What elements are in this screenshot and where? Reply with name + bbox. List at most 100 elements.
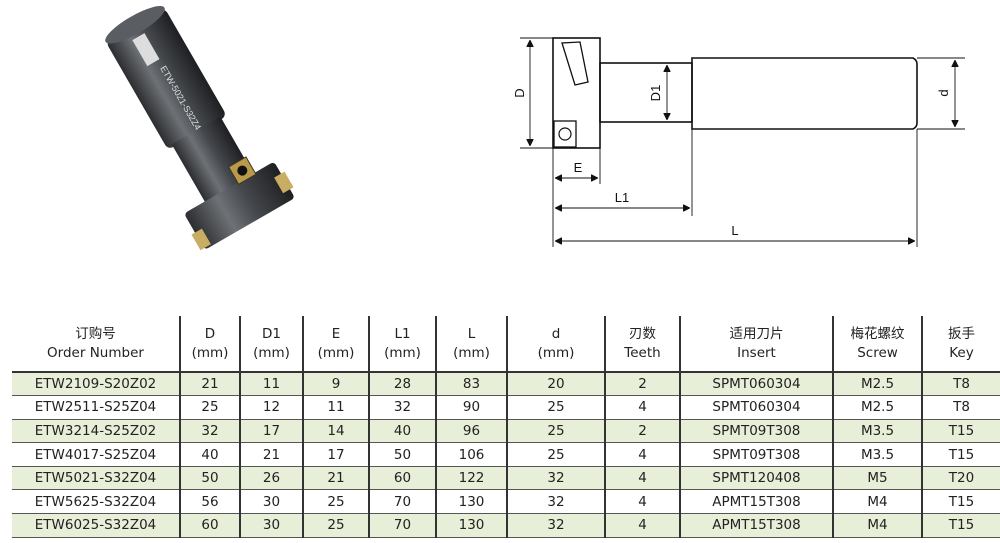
table-cell: 25 [302,489,369,515]
table-cell: 17 [302,442,369,467]
table-cell: 11 [239,372,303,397]
column-header-zh: 适用刀片 [729,325,784,342]
table-cell: T15 [921,513,1000,538]
table-cell: M2.5 [832,372,922,397]
table-cell: 25 [179,395,240,420]
column-header-zh: 扳手 [948,325,975,342]
column-header: L (mm) [435,316,507,373]
table-cell: 25 [302,513,369,538]
table-cell: T15 [921,419,1000,444]
dim-label-L1: L1 [615,190,629,205]
table-cell: 9 [302,372,369,397]
column-header: 适用刀片 Insert [679,316,833,373]
column-header-zh: D [204,325,216,342]
table-cell: 2 [604,372,680,397]
table-cell: M4 [832,489,922,515]
dim-label-L: L [731,223,738,238]
table-cell: APMT15T308 [679,513,833,538]
column-header: D(mm) [179,316,240,373]
table-cell: 4 [604,442,680,467]
table-cell: 4 [604,395,680,420]
table-cell: 11 [302,395,369,420]
table-cell: 26 [239,466,303,491]
column-header-zh: L [467,325,476,342]
table-cell: 70 [368,513,436,538]
table-cell: 2 [604,419,680,444]
dim-label-d: d [936,89,951,96]
table-cell: M3.5 [832,419,922,444]
column-header-en: Insert [737,344,776,361]
column-header-zh: 订购号 [75,325,116,342]
table-cell: 70 [368,489,436,515]
column-header-en: Order Number [47,344,144,361]
dim-label-D: D [512,88,527,97]
tool-outline [552,37,918,149]
table-cell: 21 [179,372,240,397]
column-header-zh: E [331,325,341,342]
column-header-zh: d [551,325,561,342]
table-cell: 4 [604,466,680,491]
table-cell: 122 [435,466,507,491]
table-cell: 96 [435,419,507,444]
table-cell: 32 [506,489,605,515]
column-header-en: (mm) [253,344,290,361]
column-header: L1(mm) [368,316,436,373]
table-cell: SPMT060304 [679,395,833,420]
table-cell: 90 [435,395,507,420]
dim-label-E: E [574,160,583,175]
table-cell: SPMT09T308 [679,419,833,444]
column-header-en: (mm) [537,344,575,361]
table-cell: T20 [921,466,1000,491]
table-cell: 12 [239,395,303,420]
table-cell: 130 [435,489,507,515]
column-header-en: Key [949,344,974,361]
table-cell: 50 [368,442,436,467]
table-cell: 20 [506,372,605,397]
table-cell: 32 [506,466,605,491]
table-cell: 28 [368,372,436,397]
table-cell: T15 [921,442,1000,467]
table-cell: 83 [435,372,507,397]
table-cell: 106 [435,442,507,467]
column-header-zh: D1 [262,325,281,342]
dimension-lines [520,37,965,247]
table-cell: 130 [435,513,507,538]
column-header: 订购号 Order Number [12,316,180,373]
column-header-en: Teeth [624,344,661,361]
table-cell: 25 [506,395,605,420]
table-cell: ETW5625-S32Z04 [12,489,180,515]
table-cell: 32 [368,395,436,420]
table-cell: 21 [302,466,369,491]
table-cell: ETW5021-S32Z04 [12,466,180,491]
table-cell: T8 [921,395,1000,420]
table-cell: 32 [179,419,240,444]
table-cell: ETW6025-S32Z04 [12,513,180,538]
table-cell: 4 [604,489,680,515]
table-cell: 25 [506,419,605,444]
column-header: 扳手 Key [921,316,1000,373]
table-cell: 14 [302,419,369,444]
table-cell: 32 [506,513,605,538]
table-cell: M4 [832,513,922,538]
table-cell: 21 [239,442,303,467]
table-cell: ETW2109-S20Z02 [12,372,180,397]
spec-table: 订购号 Order Number D(mm) D1 (mm) E (mm) L1(mm) L (m… [12,316,1000,538]
table-header-row: 订购号 Order Number D(mm) D1 (mm) E (mm) L1(mm) L (m… [12,316,1000,373]
table-cell: M5 [832,466,922,491]
column-header-en: Screw [857,344,898,361]
technical-drawing: D D1 d E L1 L [512,37,965,247]
table-cell: 30 [239,489,303,515]
column-header-zh: L1 [394,325,411,342]
column-header-en: (mm) [453,344,490,361]
table-cell: 50 [179,466,240,491]
table-cell: 17 [239,419,303,444]
table-cell: SPMT060304 [679,372,833,397]
